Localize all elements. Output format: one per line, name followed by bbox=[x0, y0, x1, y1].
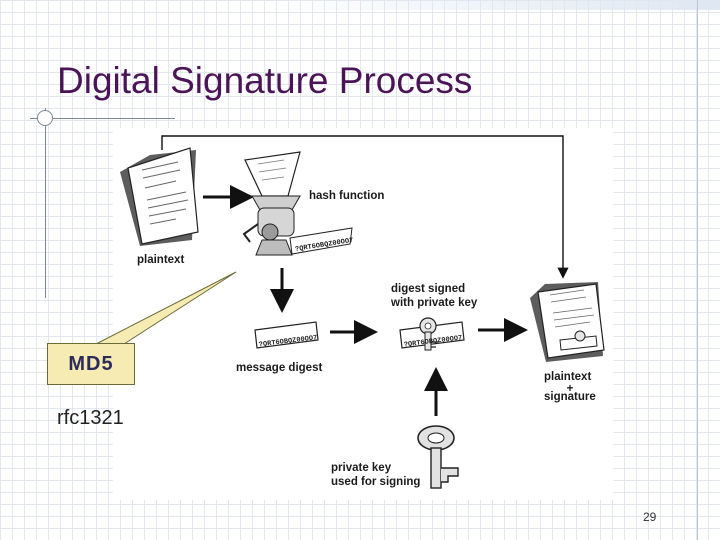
callout-pointer bbox=[95, 271, 237, 345]
label-hash-function: hash function bbox=[309, 190, 385, 202]
label-used-for-signing: used for signing bbox=[331, 476, 421, 488]
message-digest-icon bbox=[254, 321, 319, 349]
label-private-key: private key bbox=[331, 462, 392, 474]
title-rule-vertical bbox=[45, 108, 46, 298]
plaintext-document-icon bbox=[120, 147, 199, 246]
slide-title: Digital Signature Process bbox=[57, 60, 473, 101]
label-output-plaintext: plaintext bbox=[544, 371, 592, 383]
label-output-plus: + bbox=[566, 383, 574, 395]
signed-digest-icon bbox=[399, 317, 465, 351]
title-rule-circle bbox=[37, 110, 53, 126]
page-number: 29 bbox=[643, 510, 657, 524]
label-digest-signed: digest signed bbox=[391, 283, 466, 295]
hash-function-grinder-icon bbox=[242, 151, 353, 256]
label-plaintext: plaintext bbox=[137, 254, 185, 266]
md5-callout: MD5 bbox=[47, 343, 135, 385]
label-message-digest: message digest bbox=[236, 362, 323, 374]
right-edge-line bbox=[697, 0, 698, 540]
private-key-icon bbox=[417, 425, 459, 489]
rfc-note: rfc1321 bbox=[57, 407, 124, 429]
top-band bbox=[265, 0, 720, 10]
signed-document-icon bbox=[530, 282, 605, 362]
arrow-plaintext-to-output bbox=[161, 135, 569, 279]
label-with-private-key: with private key bbox=[391, 297, 478, 309]
label-output-signature: signature bbox=[544, 391, 596, 403]
diagram-panel bbox=[113, 128, 613, 500]
title-rule-horizontal bbox=[30, 118, 175, 119]
